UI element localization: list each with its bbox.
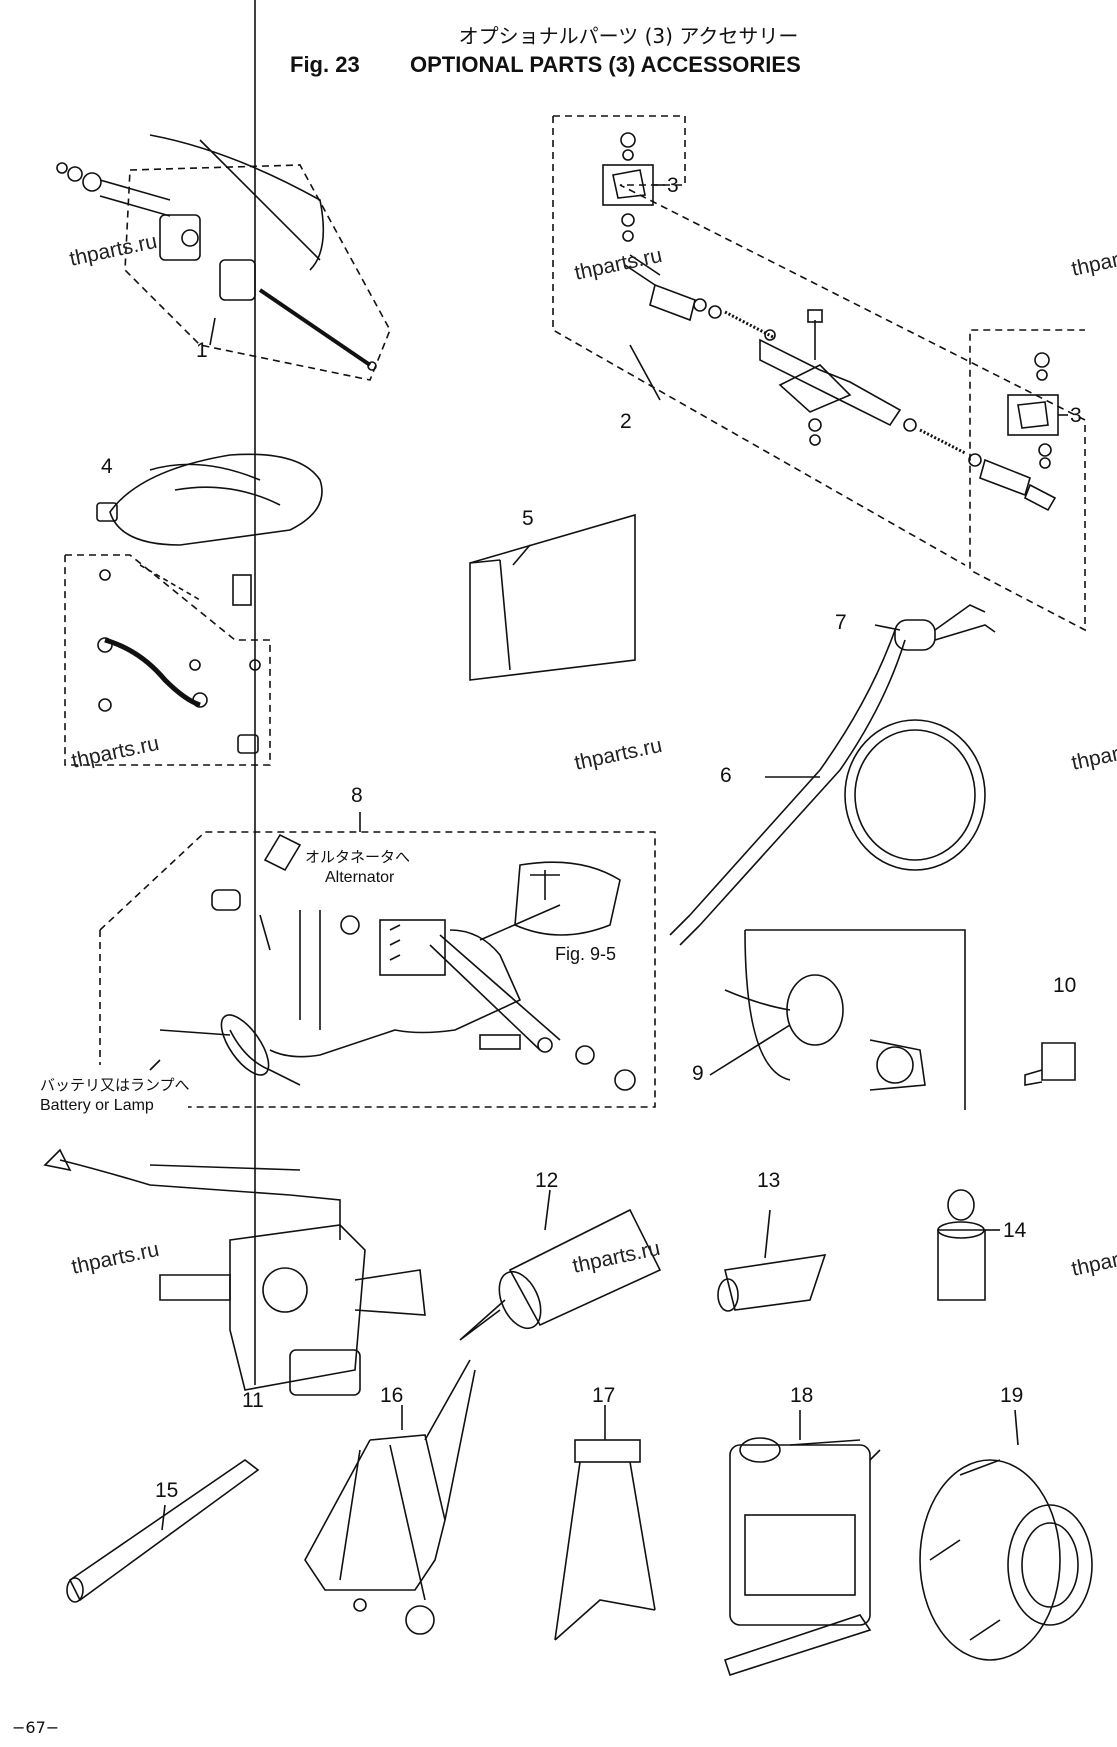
- note-fig-reference: Fig. 9-5: [555, 944, 617, 964]
- note-alternator-en: Alternator: [325, 869, 395, 886]
- callout-15: 15: [155, 1479, 179, 1502]
- callout-7: 7: [835, 611, 847, 634]
- callout-17: 17: [592, 1384, 616, 1407]
- callout-12: 12: [535, 1169, 559, 1192]
- part-2-steering-kit: [552, 115, 1086, 632]
- part-16-motor-carrier: [304, 1359, 476, 1635]
- callout-1: 1: [196, 339, 208, 362]
- callout-8: 8: [351, 784, 363, 807]
- callout-14: 14: [1003, 1219, 1027, 1242]
- callout-2: 2: [620, 410, 632, 433]
- note-battery-jp: バッテリ又はランプへ: [40, 1076, 190, 1094]
- callout-3-upper: 3: [667, 174, 679, 197]
- part-18-fuel-container: [723, 1410, 881, 1677]
- title-japanese: オプショナルパーツ (3) アクセサリー: [458, 24, 799, 48]
- callout-4: 4: [101, 455, 113, 478]
- part-1-tilt-pin: [56, 134, 391, 381]
- part-8-charging-kit: [99, 812, 656, 1108]
- callout-13: 13: [757, 1169, 781, 1192]
- part-4-bracket-assembly: [64, 453, 323, 766]
- part-15-handle-bar: [66, 1459, 260, 1603]
- callout-9: 9: [692, 1062, 704, 1085]
- part-13-small-tube: [717, 1209, 827, 1312]
- part-19-prop-hub: [919, 1409, 1093, 1661]
- callout-18: 18: [790, 1384, 814, 1407]
- note-alternator-jp: オルタネータへ: [305, 848, 411, 866]
- callout-6: 6: [720, 764, 732, 787]
- callout-11: 11: [242, 1389, 264, 1412]
- callout-19: 19: [1000, 1384, 1024, 1407]
- part-12-grease-tube: [459, 1189, 662, 1341]
- part-10-plug: [1024, 1042, 1076, 1086]
- callout-3-lower: 3: [1070, 404, 1082, 427]
- part-11-remote-control: [43, 0, 426, 1396]
- figure-number: Fig. 23: [290, 52, 360, 77]
- part-5-cover: [469, 513, 636, 681]
- callout-5: 5: [522, 507, 534, 530]
- callout-10: 10: [1053, 974, 1077, 997]
- part-6-7-harness: [669, 604, 996, 946]
- figure-name: OPTIONAL PARTS (3) ACCESSORIES: [410, 52, 801, 77]
- part-14-bottle: [937, 1189, 1000, 1301]
- note-battery-en: Battery or Lamp: [40, 1097, 154, 1114]
- part-9-gauge: [709, 929, 966, 1110]
- page-number: −67−: [12, 1718, 60, 1737]
- callout-16: 16: [380, 1384, 404, 1407]
- part-17-stand: [554, 1405, 656, 1641]
